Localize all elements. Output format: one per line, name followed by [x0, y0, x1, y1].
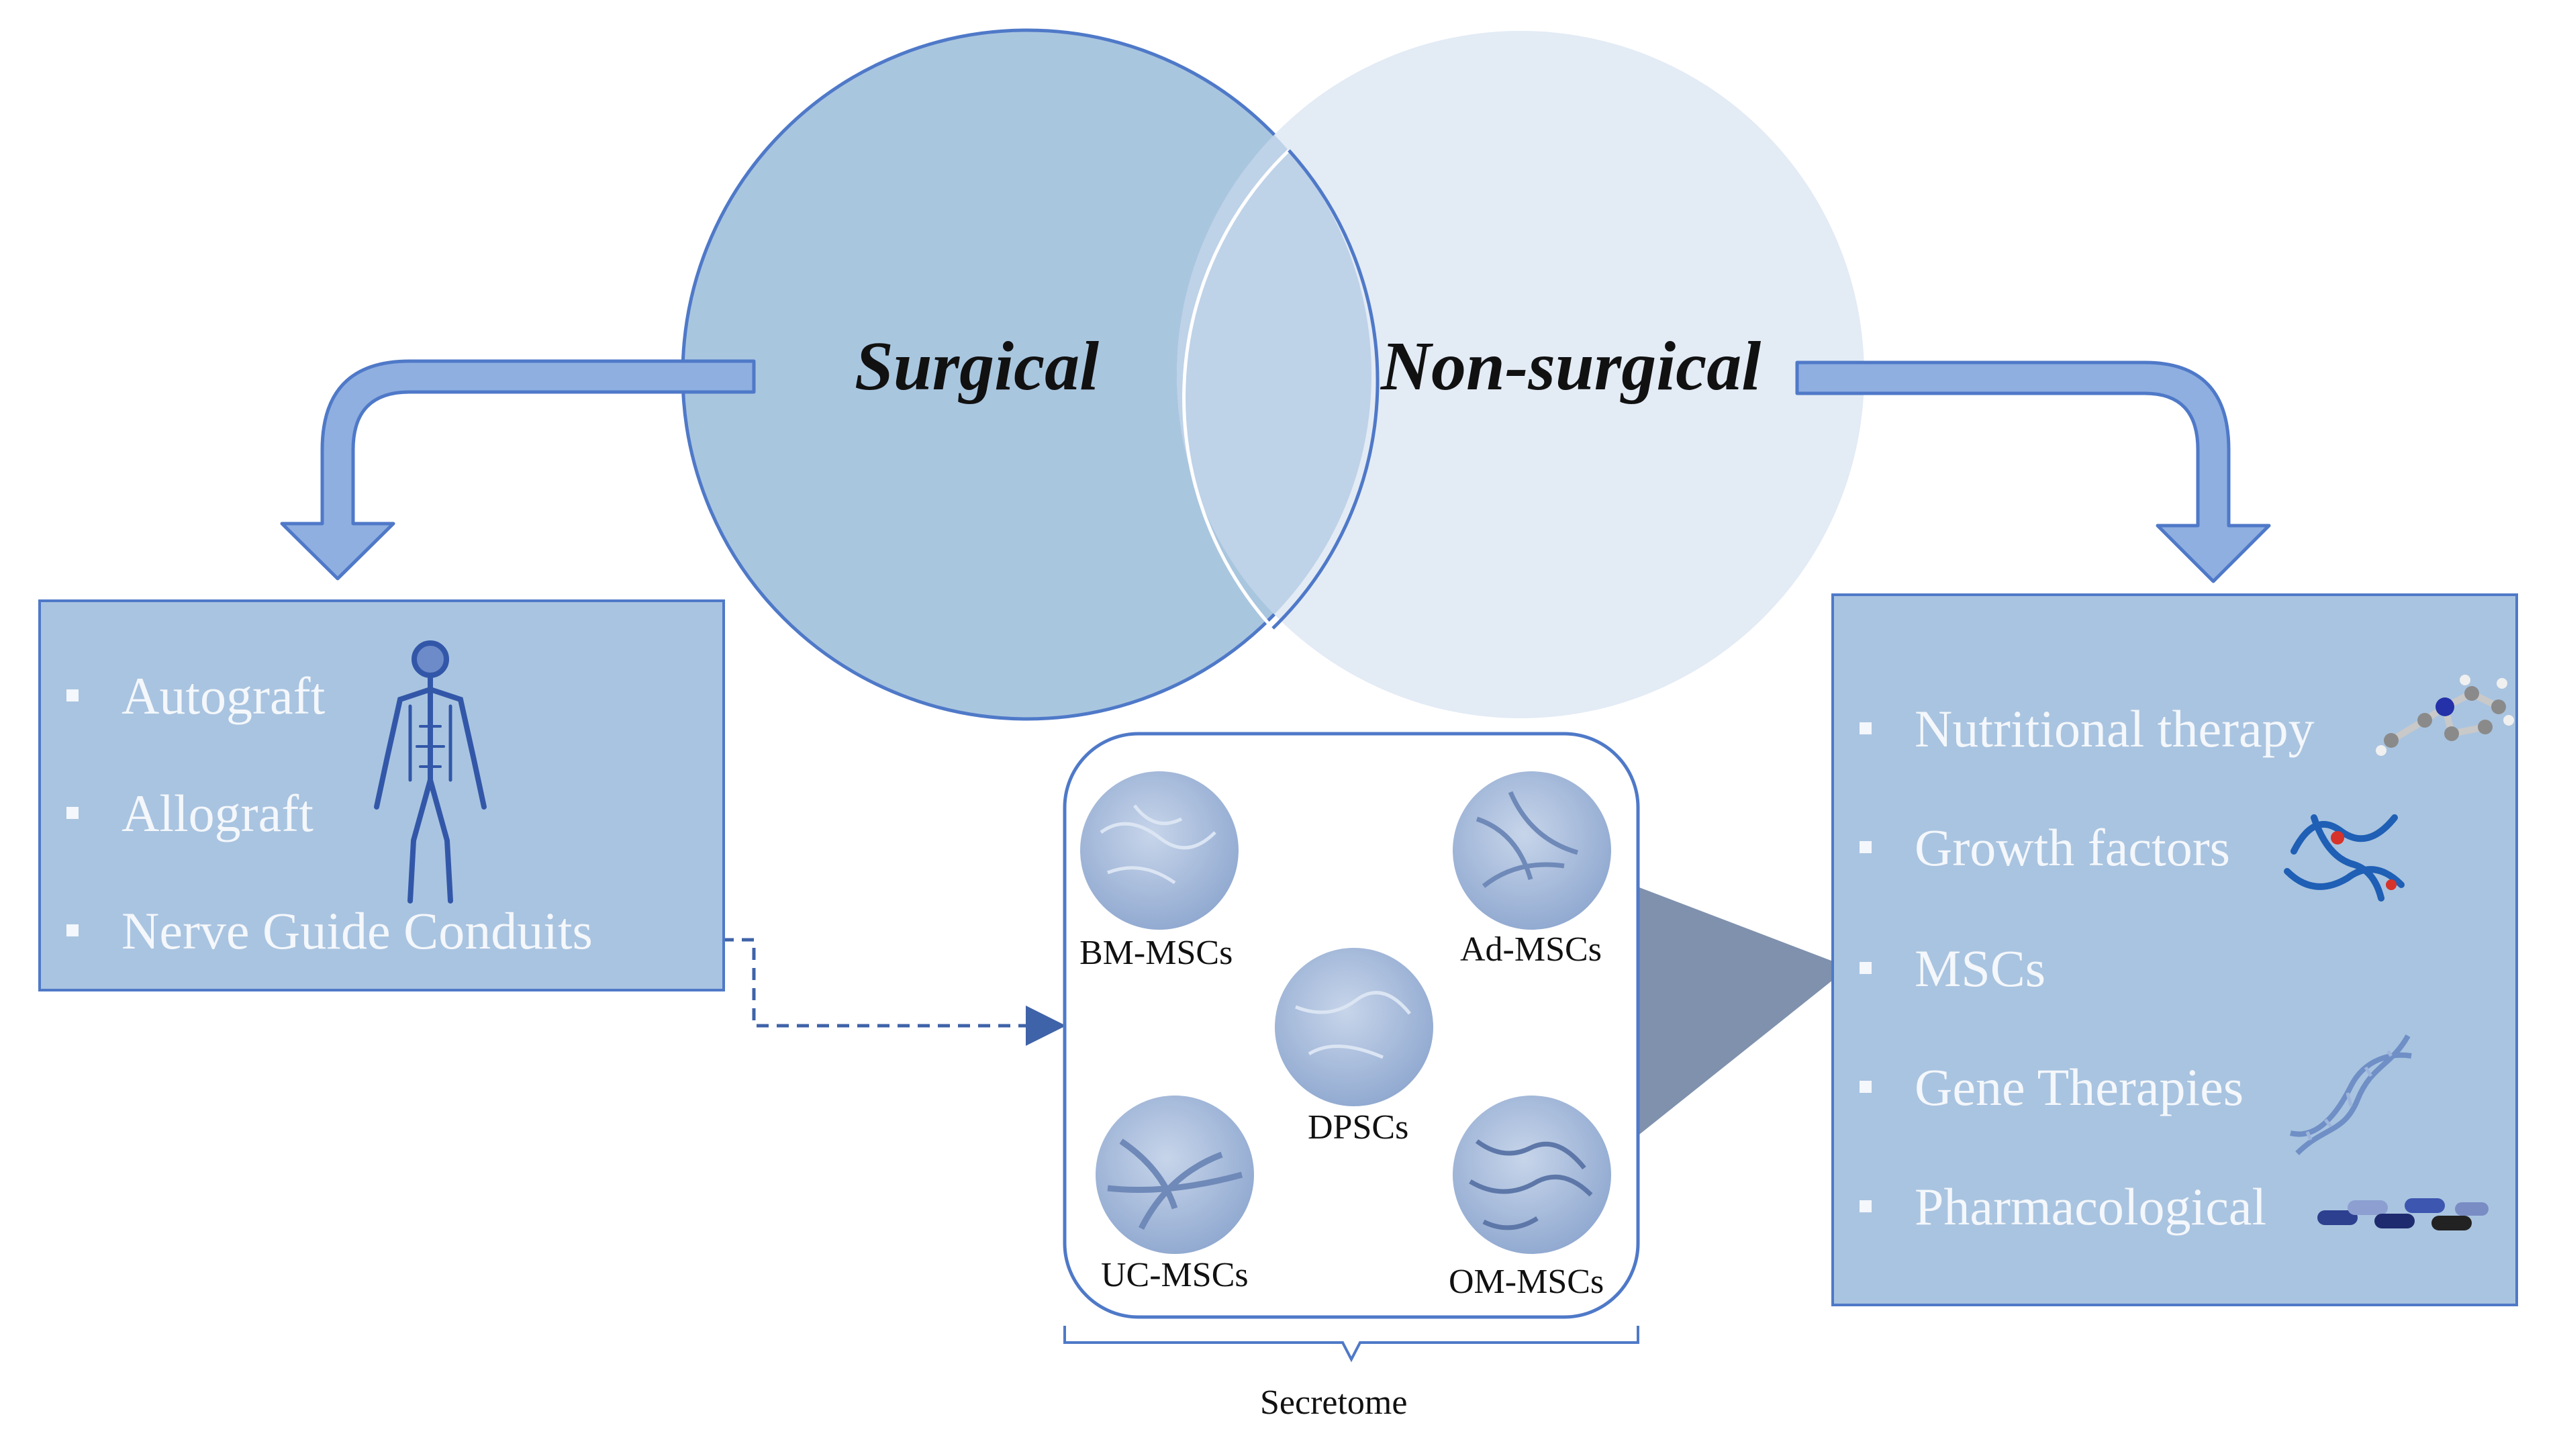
non-surgical-item-gene-therapies: Gene Therapies	[1915, 1058, 2244, 1116]
overlap-outline	[1182, 149, 1290, 630]
non-surgical-circle	[1177, 31, 1864, 718]
non-surgical-item-mscs: MSCs	[1915, 939, 2046, 998]
cell-label-om-mscs: OM-MSCs	[1449, 1263, 1604, 1301]
om-mscs-image	[1453, 1096, 1611, 1254]
bullet	[66, 807, 79, 819]
non-surgical-item-growth-factors: Growth factors	[1915, 818, 2231, 877]
surgical-label: Surgical	[855, 328, 1099, 405]
non-surgical-label: Non-surgical	[1380, 328, 1761, 405]
right-arrow	[1795, 360, 2271, 583]
human-nervous-system-icon	[374, 640, 487, 904]
bullet	[1860, 722, 1872, 734]
non-surgical-item-nutritional-therapy: Nutritional therapy	[1915, 699, 2315, 758]
left-arrow	[280, 359, 756, 581]
bullet	[1860, 1200, 1872, 1212]
molecule-icon	[2376, 675, 2514, 756]
surgical-item-autograft: Autograft	[122, 667, 326, 725]
non-surgical-item-pharmacological: Pharmacological	[1915, 1177, 2267, 1236]
dpscs-image	[1275, 948, 1433, 1106]
uc-mscs-image	[1096, 1096, 1254, 1254]
cell-label-bm-mscs: BM-MSCs	[1079, 934, 1233, 972]
bm-mscs-image	[1080, 771, 1239, 930]
overlap-right-edge	[1271, 149, 1380, 630]
bullet	[66, 924, 79, 936]
secretome-brace	[1063, 1326, 1639, 1363]
surgical-options-box: Autograft Allograft Nerve Guide Conduits	[38, 599, 725, 991]
surgical-item-allograft: Allograft	[122, 784, 314, 842]
cell-label-uc-mscs: UC-MSCs	[1101, 1256, 1249, 1294]
bullet	[1860, 841, 1872, 853]
cell-label-ad-mscs: Ad-MSCs	[1460, 930, 1602, 969]
cell-label-dpscs: DPSCs	[1308, 1108, 1409, 1147]
ad-mscs-image	[1453, 771, 1611, 930]
secretome-label: Secretome	[1260, 1384, 1408, 1422]
bullet	[66, 689, 79, 701]
non-surgical-options-box: Nutritional therapy Growth factors MSCs …	[1831, 593, 2518, 1306]
dashed-connector	[641, 938, 1066, 1046]
dna-helix-icon	[2290, 1034, 2412, 1155]
surgical-item-nerve-guide-conduits: Nerve Guide Conduits	[122, 902, 593, 960]
protein-structure-icon	[2284, 814, 2405, 902]
msc-secretome-triangle	[1639, 887, 1849, 1134]
bullet	[1860, 1081, 1872, 1093]
bullet	[1860, 962, 1872, 974]
pills-icon	[2317, 1198, 2489, 1230]
